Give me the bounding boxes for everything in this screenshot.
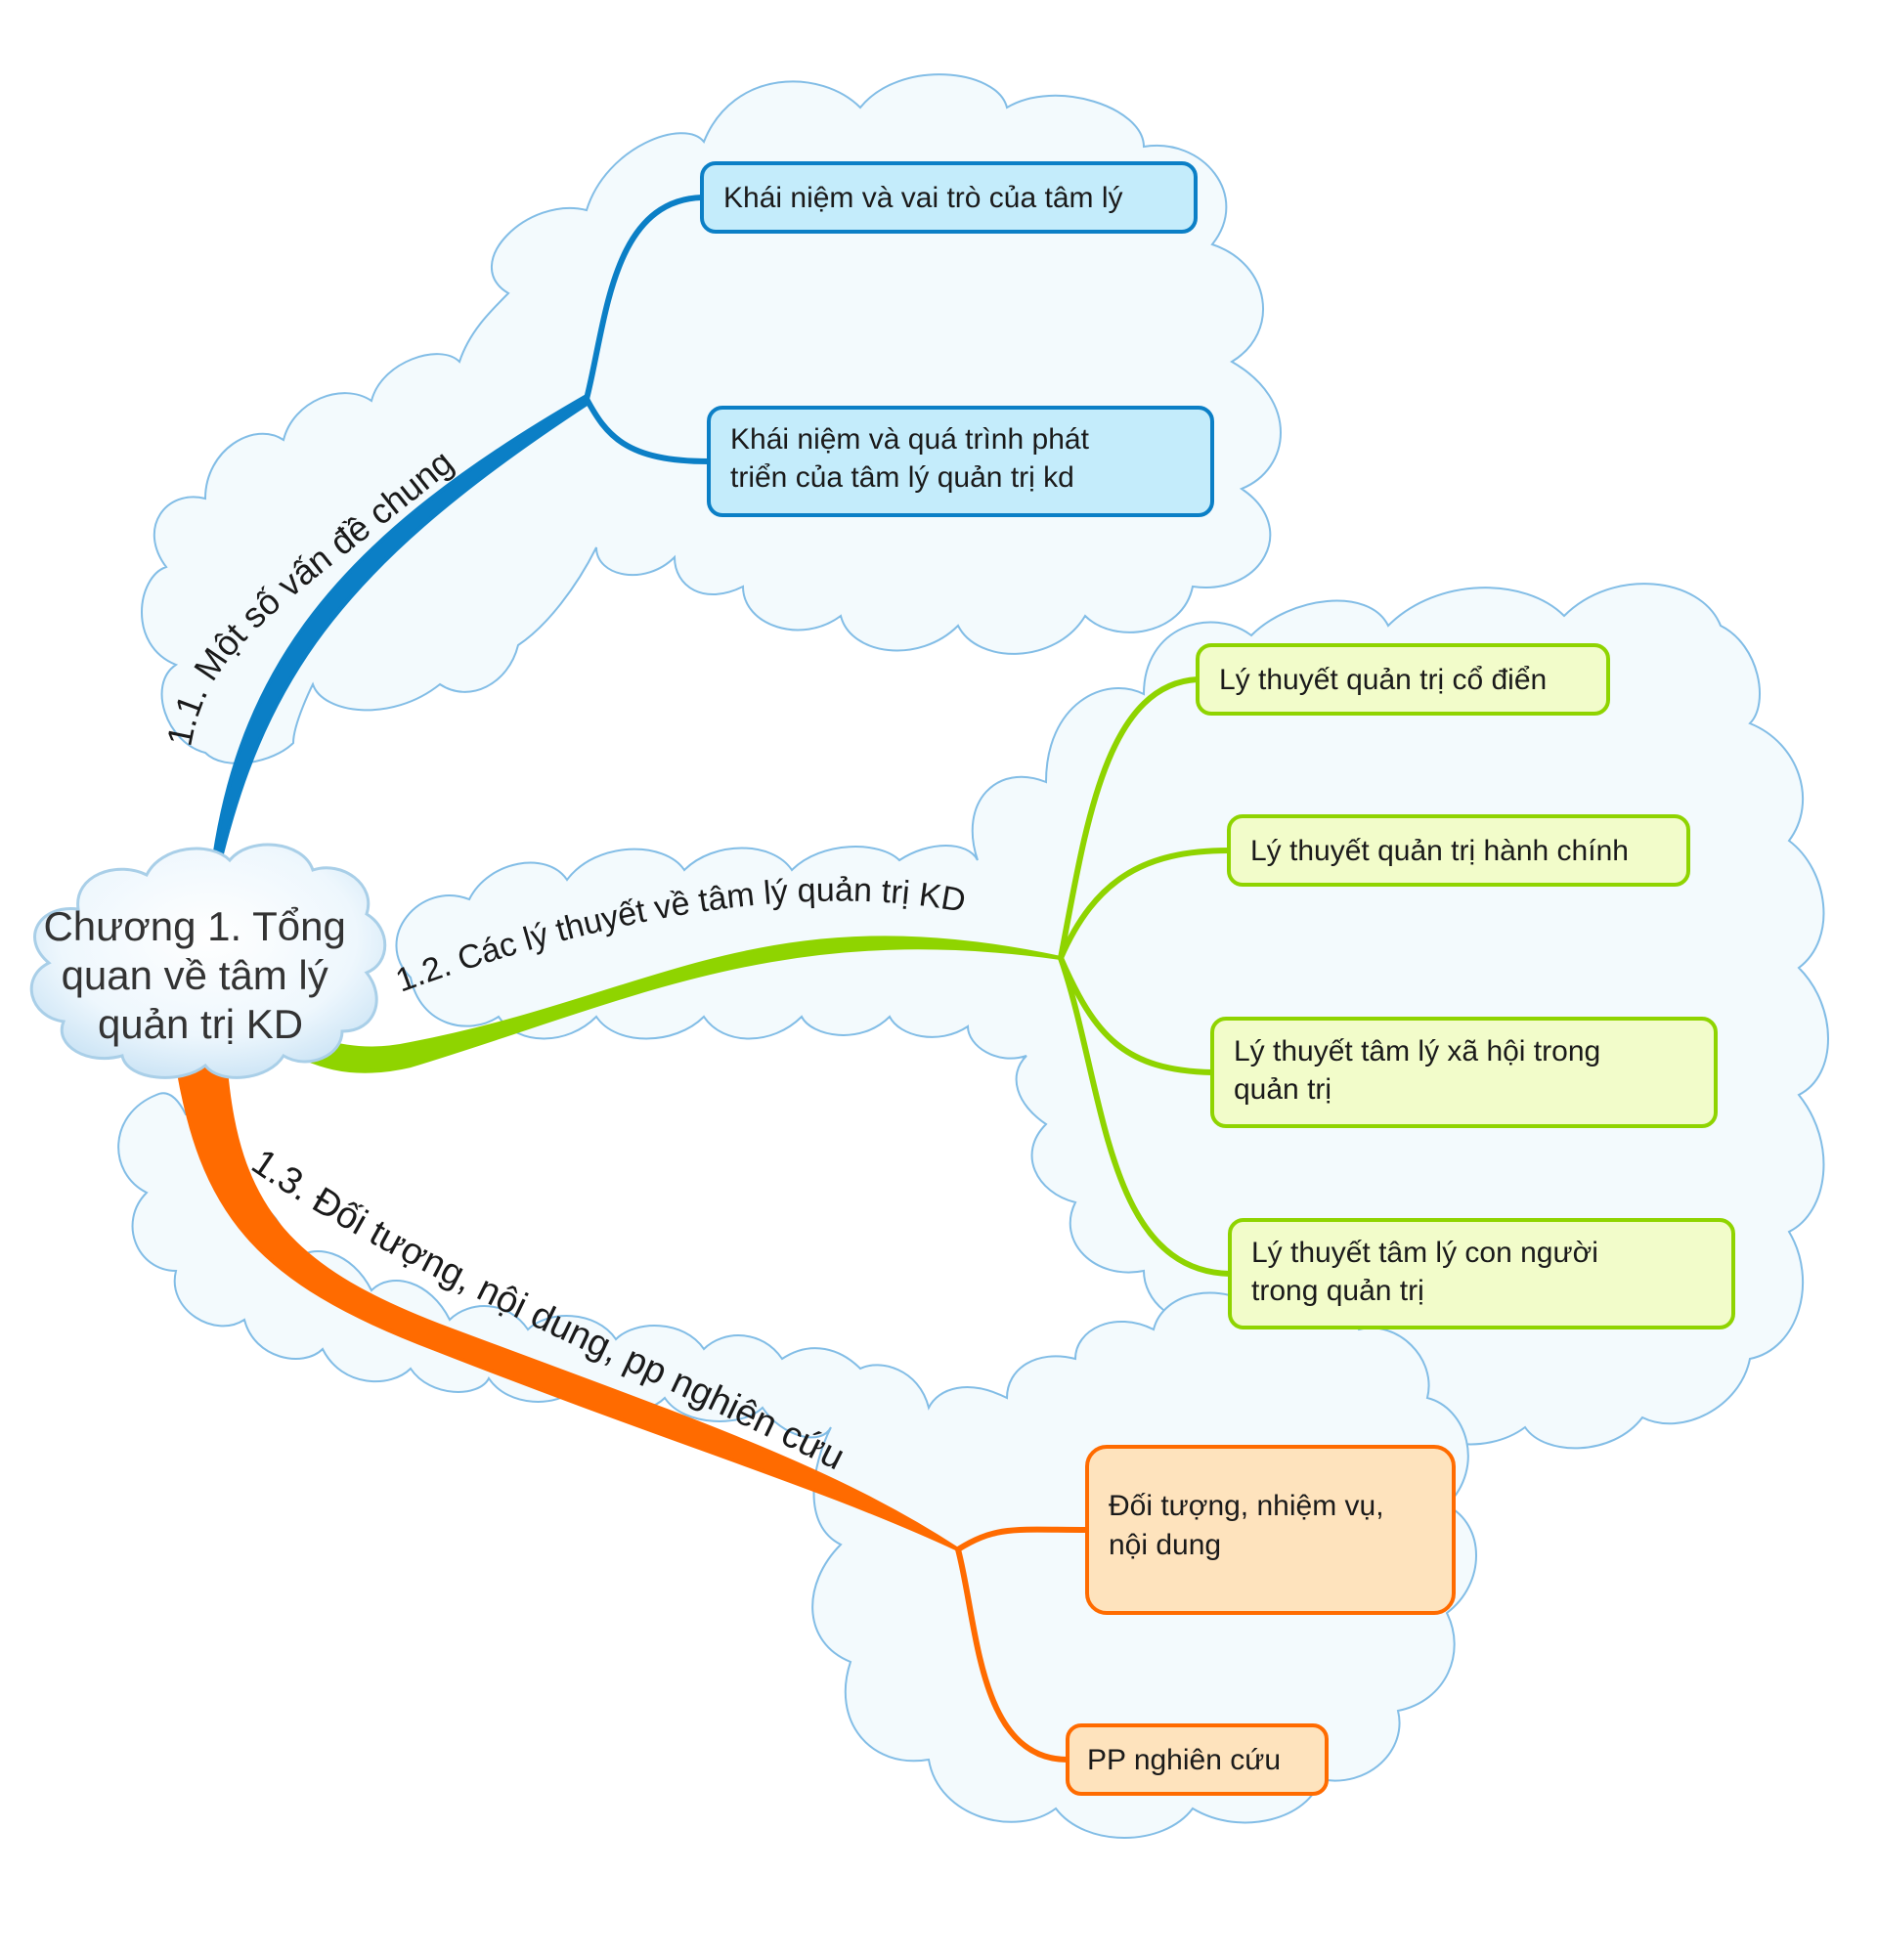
connector-1-2-b [1058, 848, 1230, 960]
subtopic-box [1210, 1017, 1718, 1128]
subtopic-1-1-a[interactable]: Khái niệm và vai trò của tâm lý [700, 161, 1198, 234]
branch-line-1-2 [277, 936, 1062, 1073]
subtopic-box [1228, 1218, 1735, 1329]
subtopic-1-3-a[interactable]: Đối tượng, nhiệm vụ, nội dung [1085, 1445, 1456, 1615]
subtopic-text: Khái niệm và quá trình phát triển của tâ… [730, 423, 1097, 494]
connector-1-3-b [955, 1548, 1069, 1763]
central-topic-line-1: Chương 1. Tổng [43, 903, 345, 949]
subtopic-text: Lý thuyết tâm lý xã hội trong quản trị [1234, 1035, 1609, 1106]
subtopic-box [1066, 1723, 1329, 1796]
subtopic-text: Đối tượng, nhiệm vụ, nội dung [1109, 1490, 1392, 1561]
subtopic-box [1196, 643, 1610, 716]
subtopic-1-2-b[interactable]: Lý thuyết quản trị hành chính [1227, 814, 1690, 887]
central-topic-line-2: quan về tâm lý [62, 952, 328, 998]
subtopic-text: Khái niệm và vai trò của tâm lý [723, 182, 1123, 214]
subtopic-1-2-c[interactable]: Lý thuyết tâm lý xã hội trong quản trị [1210, 1017, 1718, 1128]
subtopic-1-2-a[interactable]: Lý thuyết quản trị cổ điển [1196, 643, 1610, 716]
subtopic-text: Lý thuyết quản trị cổ điển [1219, 664, 1547, 696]
subtopic-box [707, 406, 1214, 517]
central-topic-text: Chương 1. Tổng quan về tâm lý quản trị K… [43, 903, 357, 1047]
connector-1-2-a [1058, 676, 1199, 959]
subtopic-1-1-b[interactable]: Khái niệm và quá trình phát triển của tâ… [707, 406, 1214, 517]
connector-1-2-c [1058, 956, 1213, 1075]
subtopic-text: Lý thuyết quản trị hành chính [1250, 835, 1629, 867]
subtopic-box [1227, 814, 1690, 887]
connector-1-2-d [1058, 957, 1231, 1277]
subtopic-box [1085, 1445, 1456, 1615]
connector-1-1-b [584, 397, 710, 464]
central-topic-cloud[interactable] [29, 843, 387, 1079]
central-topic-line-3: quản trị KD [98, 1001, 303, 1047]
subtopic-1-3-b[interactable]: PP nghiên cứu [1066, 1723, 1329, 1796]
subtopic-1-2-d[interactable]: Lý thuyết tâm lý con người trong quản tr… [1228, 1218, 1735, 1329]
connector-1-3-a [956, 1526, 1088, 1552]
subtopic-box [700, 161, 1198, 234]
subtopic-text: Lý thuyết tâm lý con người trong quản tr… [1251, 1237, 1606, 1307]
subtopic-text: PP nghiên cứu [1087, 1744, 1281, 1776]
connector-1-1-a [584, 195, 703, 400]
boundary-cloud-1-3 [117, 1092, 1477, 1839]
